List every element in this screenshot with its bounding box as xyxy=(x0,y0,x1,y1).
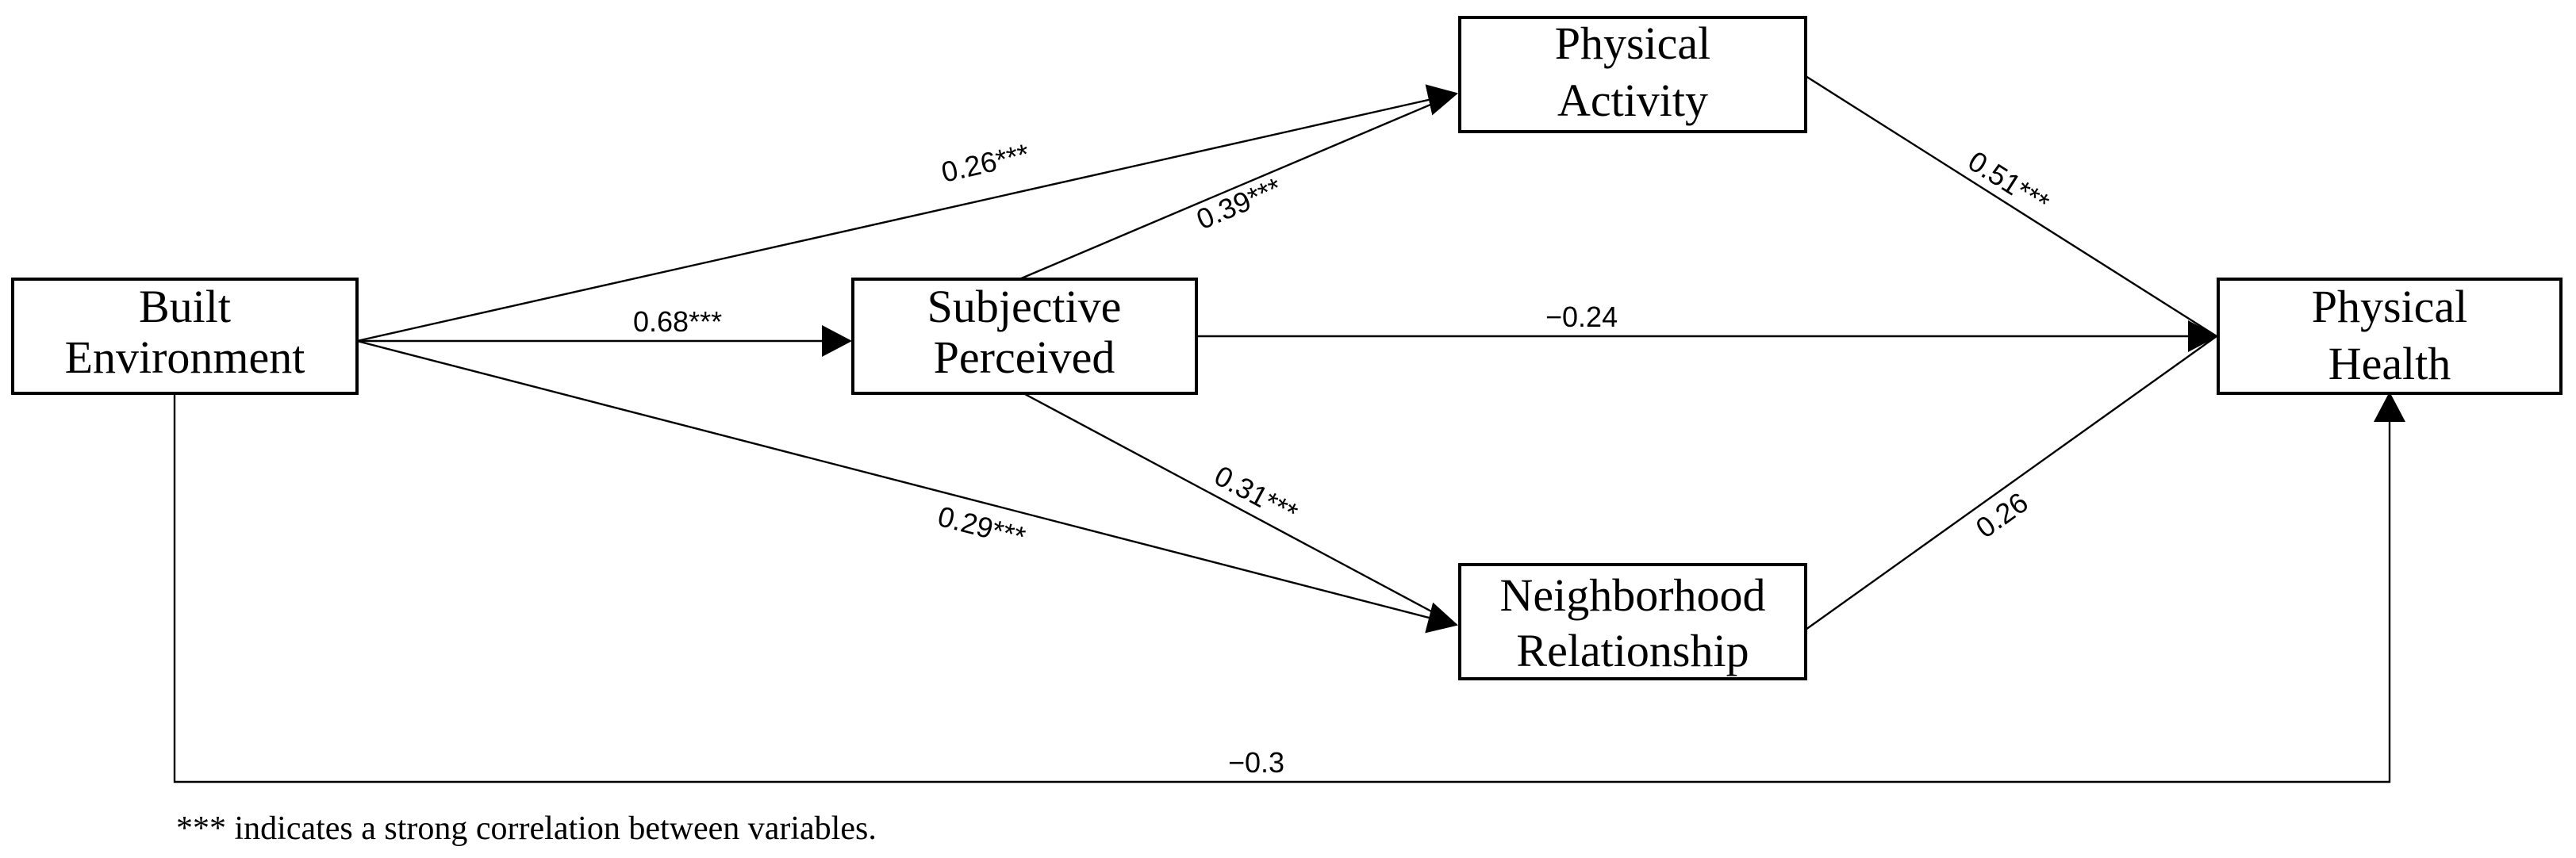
node-built-environment-line2: Environment xyxy=(65,331,305,383)
edge-label-sp-to-ph: −0.24 xyxy=(1545,301,1618,333)
node-physical-health-line2: Health xyxy=(2328,338,2451,389)
node-neighborhood-relationship-line1: Neighborhood xyxy=(1499,569,1765,621)
edge-sp-to-nr xyxy=(1023,392,1457,626)
node-built-environment: Built Environment xyxy=(11,278,359,395)
node-neighborhood-relationship-line2: Relationship xyxy=(1516,625,1749,676)
node-physical-activity: Physical Activity xyxy=(1458,16,1807,133)
edges xyxy=(173,75,2405,783)
edge-labels: 0.26*** 0.68*** 0.29*** 0.39*** 0.31*** … xyxy=(633,137,2055,779)
edge-pa-to-ph xyxy=(1805,75,2217,338)
node-subjective-perceived: Subjective Perceived xyxy=(851,278,1198,395)
node-physical-health: Physical Health xyxy=(2217,278,2563,395)
edge-label-nr-to-ph: 0.26 xyxy=(1970,485,2034,544)
node-physical-activity-line2: Activity xyxy=(1557,75,1708,126)
edge-label-pa-to-ph: 0.51*** xyxy=(1963,144,2056,220)
edge-label-be-to-pa: 0.26*** xyxy=(939,137,1032,189)
edge-label-sp-to-nr: 0.31*** xyxy=(1209,459,1303,530)
edge-label-be-to-nr: 0.29*** xyxy=(935,500,1029,553)
edge-be-to-nr xyxy=(356,339,1458,634)
node-physical-health-line1: Physical xyxy=(2312,281,2468,332)
node-built-environment-line1: Built xyxy=(139,281,231,332)
edge-be-to-ph xyxy=(173,392,2405,783)
edge-label-be-to-ph: −0.3 xyxy=(1228,746,1284,779)
node-subjective-perceived-line1: Subjective xyxy=(927,281,1122,332)
node-physical-activity-line1: Physical xyxy=(1555,17,1711,69)
edge-sp-to-pa xyxy=(1019,92,1457,281)
edge-nr-to-ph xyxy=(1805,335,2217,630)
edge-label-sp-to-pa: 0.39*** xyxy=(1192,171,1286,236)
footnote: *** indicates a strong correlation betwe… xyxy=(176,810,877,847)
edge-label-be-to-sp: 0.68*** xyxy=(633,305,722,338)
node-subjective-perceived-line2: Perceived xyxy=(934,331,1115,383)
edge-be-to-pa xyxy=(356,84,1458,343)
node-neighborhood-relationship: Neighborhood Relationship xyxy=(1458,563,1807,680)
